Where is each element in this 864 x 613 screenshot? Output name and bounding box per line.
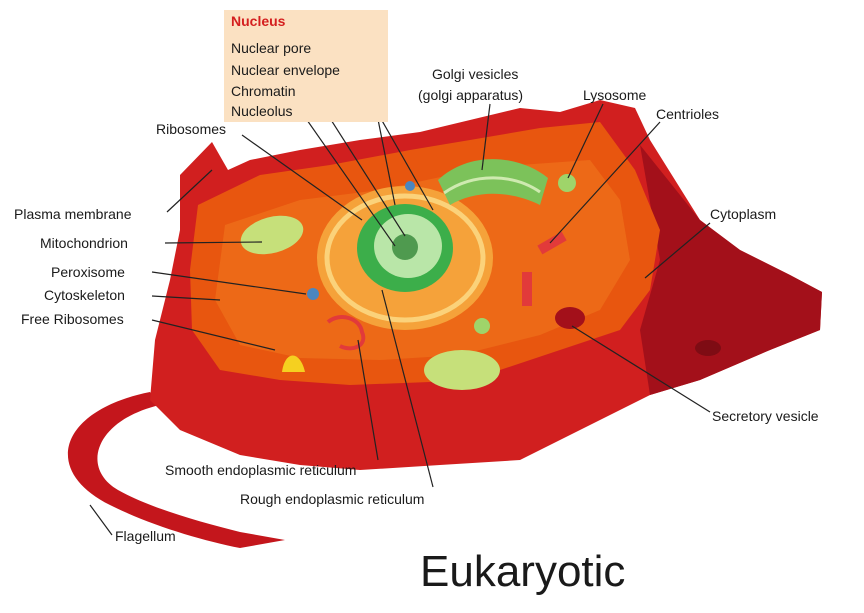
label-nucleolus: Nucleolus xyxy=(231,103,293,119)
diagram-title: Eukaryotic xyxy=(420,547,626,596)
label-smooth-er: Smooth endoplasmic reticulum xyxy=(165,462,357,478)
flagellum xyxy=(67,392,285,548)
label-cytoskeleton: Cytoskeleton xyxy=(44,287,125,303)
peroxisome xyxy=(307,288,319,300)
label-peroxisome: Peroxisome xyxy=(51,264,125,280)
nucleus-label-box xyxy=(224,10,388,122)
label-nuclear-pore: Nuclear pore xyxy=(231,40,312,56)
centriole-2 xyxy=(522,272,532,306)
label-plasma-membrane: Plasma membrane xyxy=(14,206,132,222)
mitochondrion xyxy=(240,215,304,255)
nuclear-envelope xyxy=(324,193,486,323)
golgi-apparatus xyxy=(438,159,548,205)
nucleus-heading: Nucleus xyxy=(231,13,286,29)
leader-lines xyxy=(89,46,711,536)
vesicle xyxy=(405,181,415,191)
label-secretory-vesicle: Secretory vesicle xyxy=(712,408,819,424)
label-centrioles: Centrioles xyxy=(656,106,720,122)
label-golgi: Golgi vesicles xyxy=(432,66,519,82)
label-cytoplasm: Cytoplasm xyxy=(710,206,777,222)
smooth-er xyxy=(326,315,366,351)
label-nuclear-envelope: Nuclear envelope xyxy=(231,62,340,78)
label-flagellum: Flagellum xyxy=(115,528,176,544)
lysosome xyxy=(558,174,576,192)
cell-side-face xyxy=(640,145,822,395)
label-mitochondrion: Mitochondrion xyxy=(40,235,128,251)
label-chromatin: Chromatin xyxy=(231,83,296,99)
secretory-vesicle-2 xyxy=(695,340,721,356)
golgi-apparatus-2 xyxy=(443,176,541,195)
label-ribosomes: Ribosomes xyxy=(156,121,227,137)
label-lysosome: Lysosome xyxy=(583,87,647,103)
nucleolus xyxy=(392,234,418,260)
free-ribosome-cluster xyxy=(282,355,305,372)
mitochondrion-2 xyxy=(424,350,500,390)
label-golgi-sub: (golgi apparatus) xyxy=(418,87,524,103)
centriole xyxy=(537,231,567,255)
secretory-vesicle xyxy=(555,307,585,329)
vesicle-2 xyxy=(474,318,490,334)
label-free-ribosomes: Free Ribosomes xyxy=(21,311,124,327)
label-rough-er: Rough endoplasmic reticulum xyxy=(240,491,425,507)
